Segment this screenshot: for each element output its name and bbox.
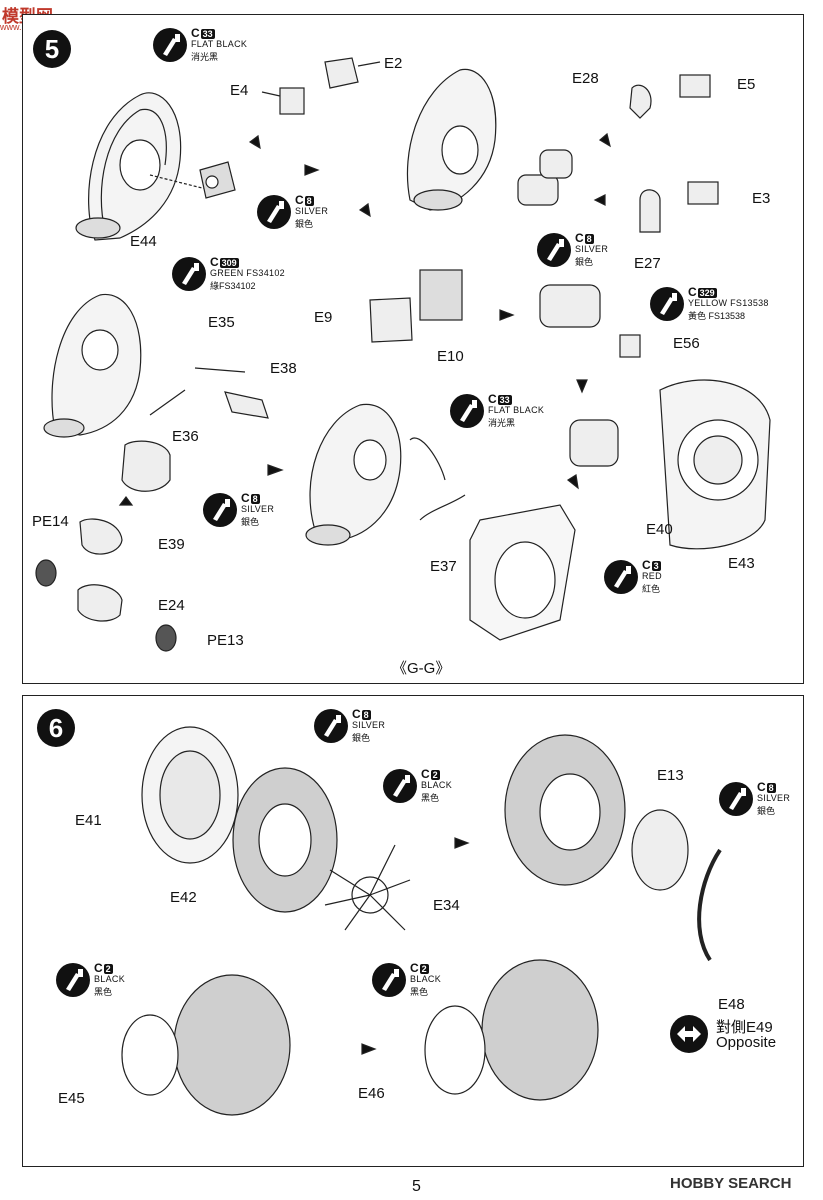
paint-brush-icon [719,782,753,816]
housing-top-right-drawing [406,68,573,211]
paint-brush-icon [650,287,684,321]
part-label-e43: E43 [728,555,755,572]
housing-middle-left-drawing [43,293,269,492]
paint-brush-icon [203,493,237,527]
part-label-e4: E4 [230,82,249,99]
step-number-6: 6 [37,709,75,747]
paint-brush-icon [450,394,484,428]
part-label-e36: E36 [172,428,199,445]
part-label-e44: E44 [130,233,157,250]
part-label-e46: E46 [358,1085,385,1102]
footer-brand-watermark: HOBBY SEARCH [670,1175,792,1192]
part-label-e28: E28 [572,70,599,87]
paint-brush-icon [56,963,90,997]
part-label-e3: E3 [752,190,771,207]
part-label-e24: E24 [158,597,185,614]
part-label-e5: E5 [737,76,756,93]
e43-cowl-drawing [569,379,771,550]
part-label-e9: E9 [314,309,333,326]
part-label-pe14: PE14 [32,513,69,530]
part-label-e45: E45 [58,1090,85,1107]
opposite-side-icon [670,1015,708,1053]
step-number-5: 5 [33,30,71,68]
part-label-e10: E10 [437,348,464,365]
part-label-e39: E39 [158,536,185,553]
part-label-e13: E13 [657,767,684,784]
step-5-caption: 《G-G》 [392,660,451,677]
part-label-e35: E35 [208,314,235,331]
opposite-label-en: Opposite [716,1034,777,1051]
part-label-e56: E56 [673,335,700,352]
paint-brush-icon [153,28,187,62]
opposite-label-cn: 對側E49 [716,1019,773,1036]
part-label-e48: E48 [718,996,745,1013]
part-label-e34: E34 [433,897,460,914]
part-label-pe13: PE13 [207,632,244,649]
part-label-e27: E27 [634,255,661,272]
part-label-e2: E2 [384,55,403,72]
e44-housing-drawing [75,92,211,241]
housing-center-drawing [305,403,576,641]
part-label-e40: E40 [646,521,673,538]
part-label-e42: E42 [170,889,197,906]
page-number: 5 [412,1178,421,1195]
paint-brush-icon [372,963,406,997]
paint-brush-icon [604,560,638,594]
paint-brush-icon [537,233,571,267]
part-label-e41: E41 [75,812,102,829]
paint-brush-icon [257,195,291,229]
paint-brush-icon [172,257,206,291]
paint-brush-icon [314,709,348,743]
part-label-e38: E38 [270,360,297,377]
paint-brush-icon [383,769,417,803]
part-label-e37: E37 [430,558,457,575]
